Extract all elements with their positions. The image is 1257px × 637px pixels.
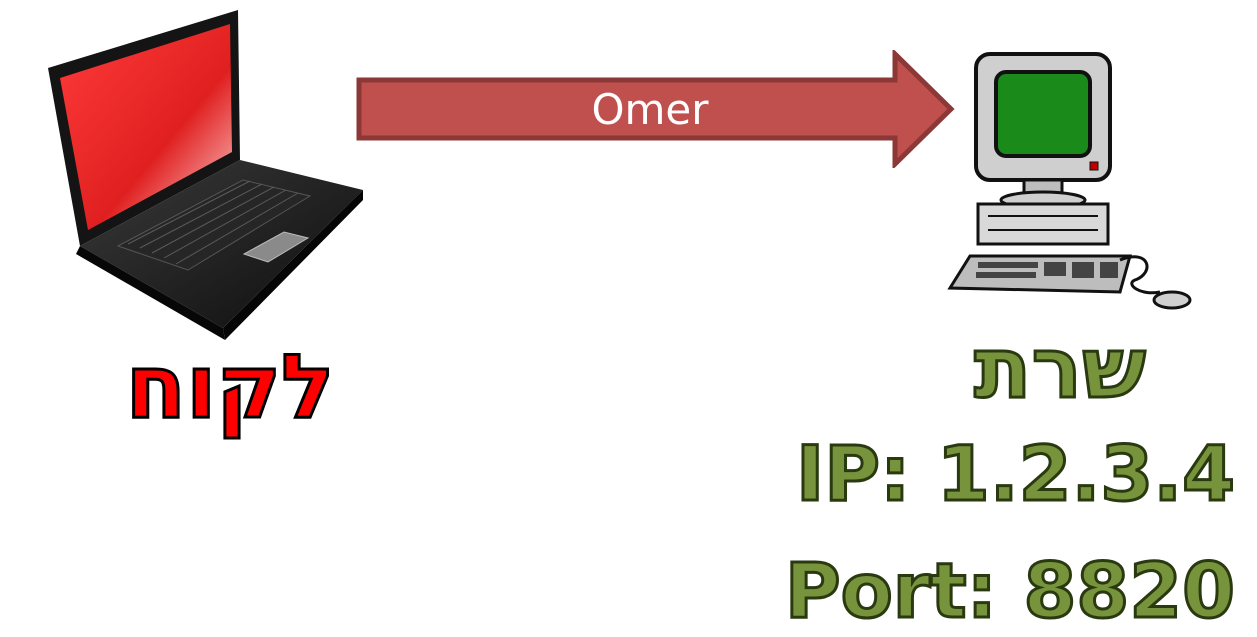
- server-label: שרת: [973, 318, 1148, 419]
- message-arrow: [356, 50, 955, 168]
- arrow-label: Omer: [591, 85, 709, 134]
- laptop-icon: [48, 10, 363, 340]
- server-ip-address: IP: 1.2.3.4: [795, 428, 1237, 520]
- client-label: לקוח: [124, 334, 336, 440]
- server-port: Port: 8820: [783, 545, 1236, 637]
- desktop-computer-icon: [947, 52, 1192, 310]
